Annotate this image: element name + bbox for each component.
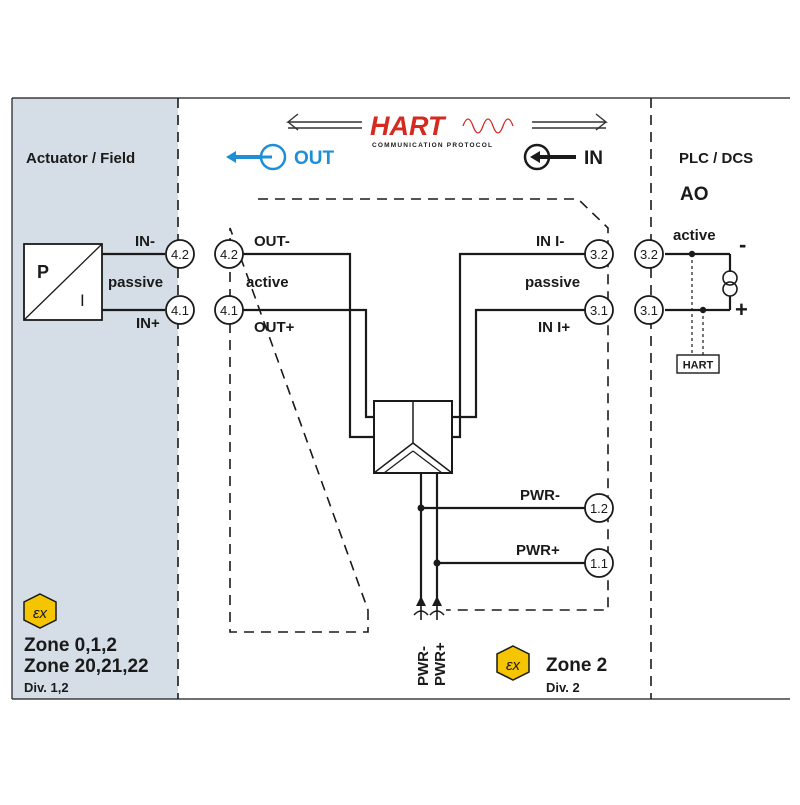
- power-bus-connectors: [413, 596, 445, 620]
- svg-text:3.1: 3.1: [640, 303, 658, 318]
- wire-out-plus: [237, 308, 374, 419]
- terminal-3-1-device: 3.1: [584, 295, 614, 325]
- hart-modem-box: [676, 354, 720, 374]
- svg-text:εx: εx: [506, 657, 521, 674]
- in-i-minus-label: IN I-: [536, 233, 564, 250]
- actuator-in-plus-label: IN+: [136, 315, 160, 332]
- hart-wave-icon: [462, 118, 514, 134]
- terminal-4-1-device: 4.1: [214, 295, 244, 325]
- svg-text:4.2: 4.2: [220, 247, 238, 262]
- terminal-4-2-device: 4.2: [214, 239, 244, 269]
- svg-text:1.1: 1.1: [590, 556, 608, 571]
- out-label: OUT: [294, 148, 335, 169]
- pwr-minus-label: PWR-: [520, 487, 560, 504]
- zone-b-div: Div. 2: [546, 680, 580, 695]
- device-passive-label: passive: [525, 274, 580, 291]
- terminal-1-1: 1.1: [584, 548, 614, 578]
- actuator-in-minus-label: IN-: [135, 233, 155, 250]
- wire-out-minus: [237, 252, 374, 439]
- svg-text:3.1: 3.1: [590, 303, 608, 318]
- svg-text:εx: εx: [33, 605, 48, 622]
- terminal-4-2-field: 4.2: [165, 239, 195, 269]
- wire-in-i-minus: [452, 252, 587, 439]
- ao-label: AO: [680, 184, 709, 205]
- device-active-label: active: [246, 274, 289, 291]
- svg-text:4.2: 4.2: [171, 247, 189, 262]
- plc-plus-sign: +: [735, 297, 748, 322]
- svg-text:3.2: 3.2: [590, 247, 608, 262]
- in-i-plus-label: IN I+: [538, 319, 570, 336]
- actuator-p-label: P: [37, 262, 49, 282]
- isolation-splitter-block: [373, 400, 453, 474]
- zone-a-div: Div. 1,2: [24, 680, 69, 695]
- ex-hazard-icon-zone-2: εx: [496, 645, 530, 681]
- plc-dcs-title: PLC / DCS: [679, 150, 753, 167]
- actuator-i-label: I: [80, 291, 85, 310]
- terminal-4-1-field: 4.1: [165, 295, 195, 325]
- pwr-plus-label: PWR+: [516, 542, 560, 559]
- in-direction-indicator: IN: [523, 143, 603, 171]
- svg-text:1.2: 1.2: [590, 501, 608, 516]
- zone-a-line1: Zone 0,1,2: [24, 635, 117, 656]
- plc-active-label: active: [673, 227, 716, 244]
- pwr-minus-vertical-label: PWR-: [415, 646, 432, 686]
- svg-text:4.1: 4.1: [220, 303, 238, 318]
- zone-a-line2: Zone 20,21,22: [24, 656, 149, 677]
- out-direction-indicator: OUT: [226, 143, 335, 171]
- terminal-1-2: 1.2: [584, 493, 614, 523]
- actuator-field-title: Actuator / Field: [26, 150, 135, 167]
- actuator-passive-label: passive: [108, 274, 163, 291]
- hart-modem-label: HART: [683, 360, 714, 372]
- terminal-3-2-device: 3.2: [584, 239, 614, 269]
- in-label: IN: [584, 148, 603, 169]
- svg-text:3.2: 3.2: [640, 247, 658, 262]
- svg-text:4.1: 4.1: [171, 303, 189, 318]
- hart-subtitle: COMMUNICATION PROTOCOL: [372, 142, 493, 149]
- actuator-pi-box: P I: [23, 243, 103, 321]
- pwr-plus-vertical-label: PWR+: [432, 642, 449, 686]
- plc-minus-sign: -: [739, 232, 746, 257]
- device-boundary: [229, 198, 609, 633]
- current-source-icon: [722, 270, 738, 297]
- zone-b-label: Zone 2: [546, 655, 607, 676]
- terminal-3-2-plc: 3.2: [634, 239, 664, 269]
- hart-logo: HART COMMUNICATION PROTOCOL: [370, 111, 514, 149]
- junction-pwr-plus: [433, 559, 441, 567]
- hart-logo-text: HART: [370, 111, 447, 141]
- out-plus-label: OUT+: [254, 319, 295, 336]
- ex-hazard-icon: εx: [23, 593, 57, 629]
- wire-in-i-plus: [452, 308, 587, 419]
- junction-pwr-minus: [417, 504, 425, 512]
- out-minus-label: OUT-: [254, 233, 290, 250]
- hart-direction-arrows: [286, 113, 608, 131]
- terminal-3-1-plc: 3.1: [634, 295, 664, 325]
